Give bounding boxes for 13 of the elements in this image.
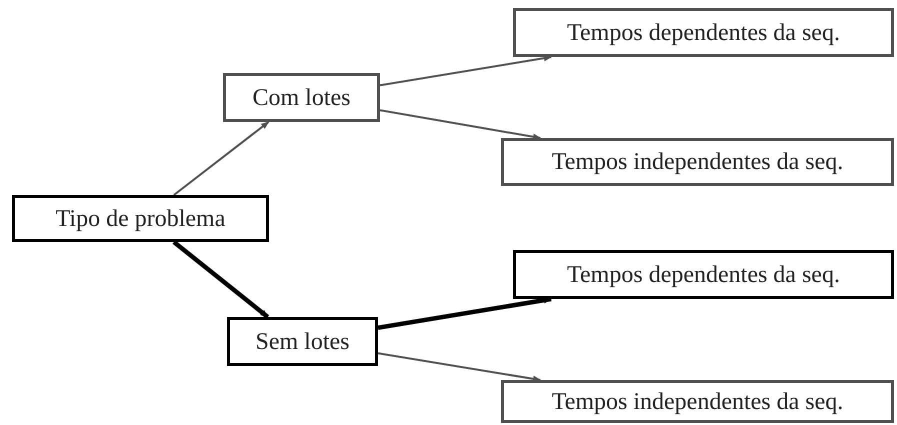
process-box: Tempos independentes da seq. — [501, 138, 894, 186]
process-box: Tempos dependentes da seq. — [513, 8, 894, 57]
arrow — [173, 121, 270, 196]
arrow — [172, 240, 270, 319]
process-box: Tempos dependentes da seq. — [513, 250, 894, 299]
arrow — [378, 296, 552, 330]
process-box: Sem lotes — [227, 317, 378, 366]
process-box: Tempos independentes da seq. — [501, 380, 894, 423]
process-box: Tipo de problema — [12, 195, 269, 242]
process-box: Com lotes — [223, 73, 380, 122]
arrow — [380, 55, 552, 86]
arrow — [378, 352, 542, 382]
arrow — [380, 109, 542, 140]
